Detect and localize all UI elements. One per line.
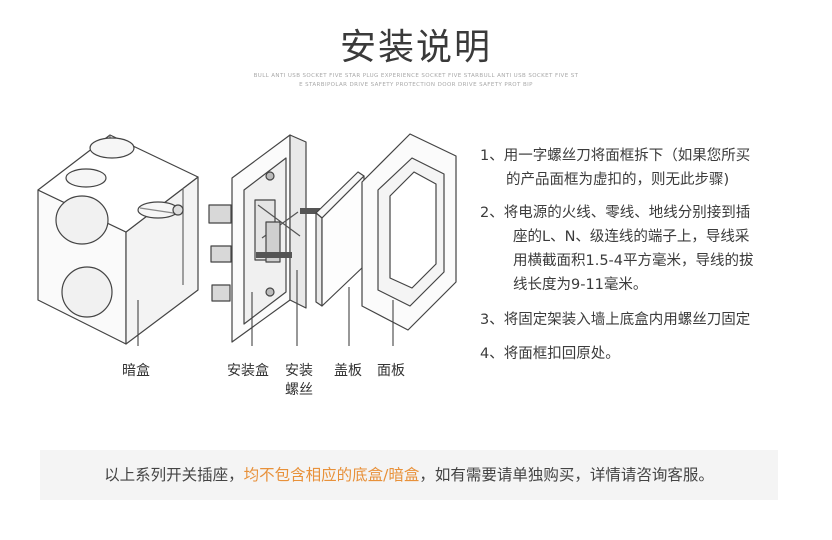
face-panel-drawing	[361, 133, 457, 331]
step-2: 2、将电源的火线、零线、地线分别接到插 座的L、N、级连线的端子上，导线采 用横…	[480, 201, 754, 297]
step-2-line-4: 线长度为9-11毫米。	[513, 277, 648, 293]
label-dark-box: 暗盒	[122, 363, 150, 379]
note-suffix: ，如有需要请单独购买，详情请咨询客服。	[419, 466, 714, 484]
step-2-line-3: 用横截面积1.5-4平方毫米，导线的拔	[513, 253, 754, 269]
step-3: 3、将固定架装入墙上底盒内用螺丝刀固定	[480, 308, 750, 332]
subtitle-line-1: BULL ANTI USB SOCKET FIVE STAR PLUG EXPE…	[253, 73, 579, 79]
step-3-line-1: 3、将固定架装入墙上底盒内用螺丝刀固定	[480, 312, 751, 328]
label-screw-line-1: 安装	[285, 363, 313, 379]
label-face-panel: 面板	[377, 363, 405, 379]
step-4-line-1: 4、将面框扣回原处。	[480, 346, 620, 362]
subtitle-line-2: E STARBIPOLAR DRIVE SAFETY PROTECTION DO…	[299, 82, 533, 88]
page-title: 安装说明	[339, 27, 492, 68]
label-mount-box: 安装盒	[227, 363, 269, 379]
label-screw-line-2: 螺丝	[285, 382, 313, 398]
mount-box-drawing	[208, 134, 320, 343]
label-cover-plate: 盖板	[334, 363, 362, 379]
dark-box-drawing	[37, 134, 199, 345]
note-prefix: 以上系列开关插座，	[104, 466, 244, 484]
purchase-note: 以上系列开关插座，均不包含相应的底盒/暗盒，如有需要请单独购买，详情请咨询客服。	[40, 450, 778, 500]
step-2-line-2: 座的L、N、级连线的端子上，导线采	[513, 229, 750, 245]
note-highlight: 均不包含相应的底盒/暗盒	[243, 466, 420, 484]
step-4: 4、将面框扣回原处。	[480, 342, 620, 366]
step-1-line-1: 1、用一字螺丝刀将面框拆下（如果您所买	[480, 148, 751, 164]
cover-plate-drawing	[315, 171, 365, 307]
step-1-line-2: 的产品面框为虚扣的，则无此步骤)	[506, 172, 730, 188]
step-2-line-1: 2、将电源的火线、零线、地线分别接到插	[480, 205, 751, 221]
step-1: 1、用一字螺丝刀将面框拆下（如果您所买 的产品面框为虚扣的，则无此步骤)	[480, 144, 750, 192]
